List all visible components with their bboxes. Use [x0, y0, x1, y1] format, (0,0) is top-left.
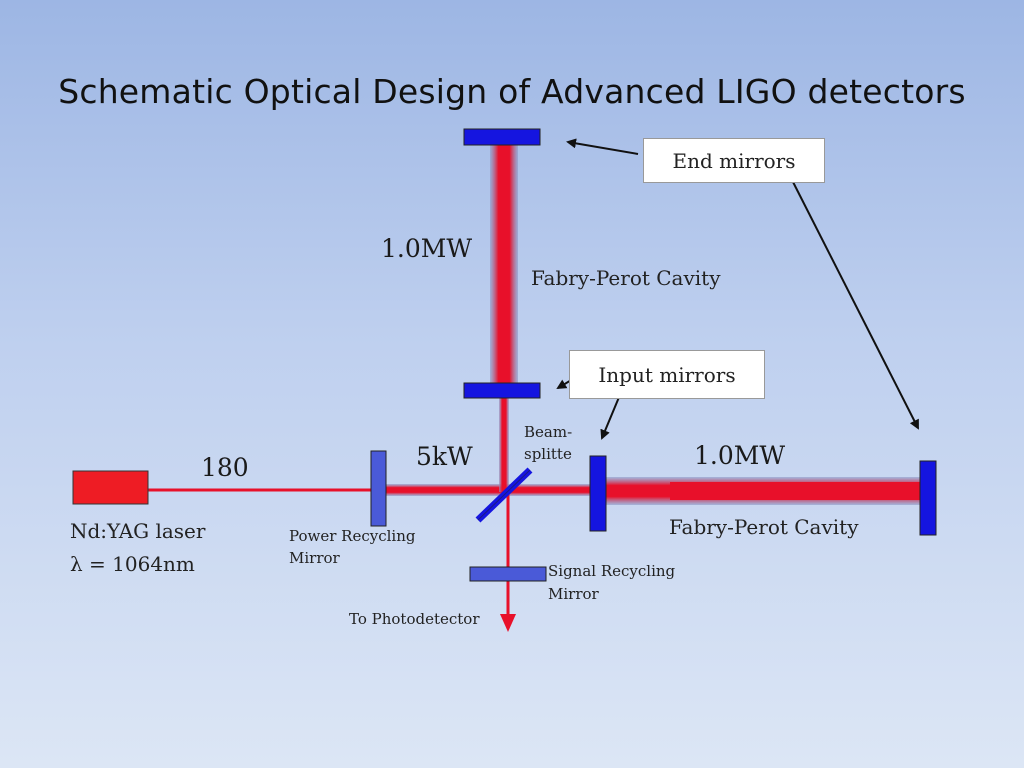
signal-recycling-label-line2: Mirror: [548, 585, 599, 603]
laser-wavelength-label: λ = 1064nm: [70, 552, 195, 576]
signal-recycling-mirror: [469, 566, 547, 582]
end-mirrors-callout: End mirrors: [643, 138, 825, 183]
power-recycling-label-line2: Mirror: [289, 549, 340, 567]
beamsplitter-power-label: 5kW: [416, 442, 473, 471]
laser-source: [72, 470, 149, 505]
input-mirrors-callout: Input mirrors: [569, 350, 765, 399]
beam-splitter-outline: [477, 469, 531, 521]
end-mirror-north: [463, 128, 541, 146]
beam-splitter-label-line1: Beam-: [524, 423, 573, 441]
power-recycling-label-line1: Power Recycling: [289, 527, 416, 545]
east-cavity-label: Fabry-Perot Cavity: [669, 515, 859, 539]
north-cavity-beam: [490, 144, 518, 390]
power-recycling-mirror: [370, 450, 387, 527]
laser-power-label: 180: [201, 453, 249, 482]
end-mirror-east: [919, 460, 937, 536]
input-mirror-north: [463, 382, 541, 399]
beam-splitter-label-line2: splitte: [524, 445, 572, 463]
prc-beam: [382, 484, 598, 496]
east-power-label: 1.0MW: [694, 441, 786, 470]
output-arrow-head: [500, 614, 516, 632]
prc-vertical-beam: [499, 392, 509, 492]
input-mirror-east: [589, 455, 607, 532]
north-cavity-label: Fabry-Perot Cavity: [531, 266, 721, 290]
photodetector-label: To Photodetector: [349, 610, 480, 628]
north-power-label: 1.0MW: [381, 234, 473, 263]
east-cavity-beam-core: [670, 482, 920, 500]
end-mirror-east-pointer: [791, 179, 919, 430]
end-mirror-north-pointer: [566, 138, 639, 155]
slide-title: Schematic Optical Design of Advanced LIG…: [58, 72, 966, 111]
laser-name-label: Nd:YAG laser: [70, 519, 206, 543]
signal-recycling-label-line1: Signal Recycling: [548, 562, 676, 580]
